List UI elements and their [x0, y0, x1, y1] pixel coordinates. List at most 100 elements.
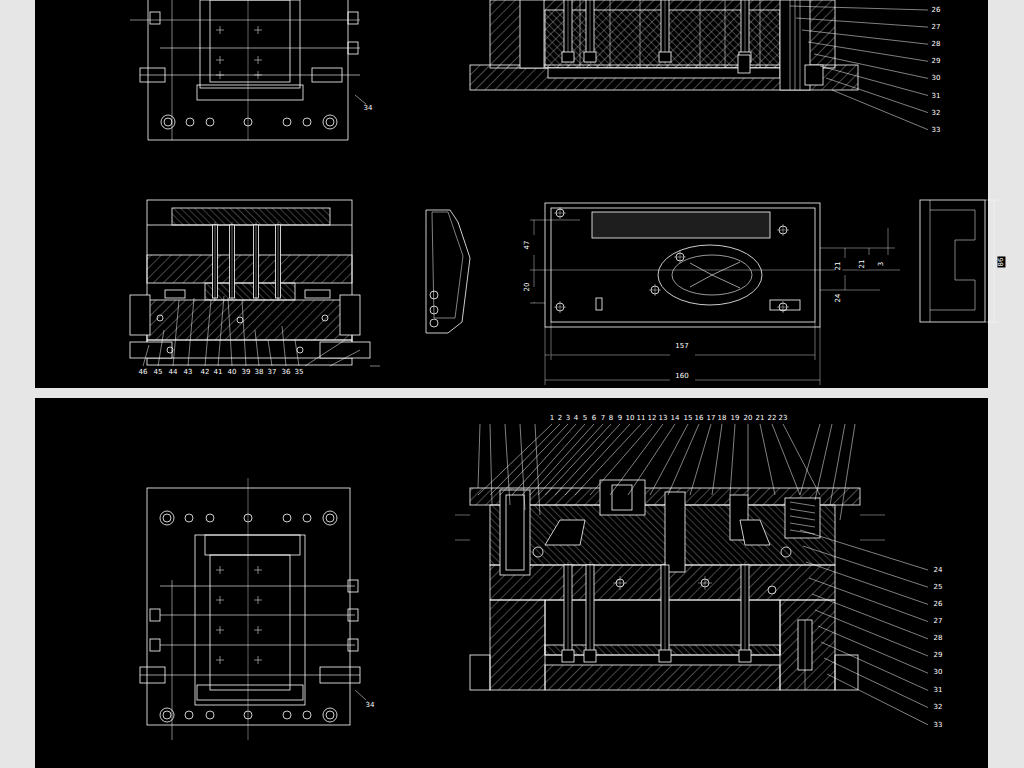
callout-number: 7 — [600, 414, 606, 422]
drawing-line — [575, 424, 641, 495]
drawing-line — [560, 207, 561, 219]
drawing-line — [800, 530, 928, 570]
drawing-line — [282, 326, 286, 366]
drawing-line — [500, 424, 568, 495]
drawing-line — [130, 295, 150, 335]
drawing-line — [690, 262, 740, 288]
callout-number: 25 — [933, 583, 944, 591]
drawing-line — [860, 515, 885, 516]
drawing-line — [195, 535, 305, 705]
drawing-line — [659, 52, 671, 62]
callout-number: 13 — [658, 414, 669, 422]
callout-number: 29 — [931, 57, 942, 65]
drawing-line — [565, 424, 630, 495]
drawing-line — [205, 300, 211, 366]
drawing-line — [512, 424, 576, 495]
drawing-line — [888, 228, 889, 255]
drawing-line — [35, 398, 988, 768]
drawing-line — [258, 26, 259, 34]
drawing-line — [596, 298, 602, 310]
drawing-line — [150, 609, 160, 621]
drawing-line — [770, 300, 800, 310]
drawing-line — [258, 566, 259, 574]
drawing-line — [533, 547, 543, 557]
drawing-line — [790, 516, 815, 520]
drawing-line — [665, 492, 685, 572]
drawing-line — [323, 511, 337, 525]
drawing-line — [780, 600, 835, 690]
drawing-line — [869, 248, 870, 255]
drawing-line — [538, 424, 603, 495]
drawing-line — [150, 12, 160, 24]
drawing-line — [173, 300, 179, 366]
callout-number: 40 — [227, 368, 238, 376]
callout-number: 39 — [241, 368, 252, 376]
callout-number: 4 — [573, 414, 579, 422]
drawing-line — [140, 667, 165, 683]
callout-number: 9 — [617, 414, 623, 422]
drawing-line — [738, 55, 750, 73]
drawing-line — [827, 674, 928, 725]
drawing-line — [160, 586, 355, 587]
callout-number: 34 — [365, 701, 376, 709]
drawing-line — [185, 514, 193, 522]
drawing-line — [820, 66, 928, 96]
drawing-line — [348, 42, 358, 54]
drawing-line — [812, 594, 928, 639]
callout-number: 21 — [834, 261, 842, 272]
callout-number: 15 — [683, 414, 694, 422]
drawing-line — [740, 520, 770, 545]
callout-number: 157 — [674, 342, 689, 350]
drawing-line — [210, 0, 290, 82]
drawing-line — [860, 540, 885, 541]
callout-number: 27 — [933, 617, 944, 625]
drawing-line — [140, 75, 360, 76]
drawing-line — [640, 0, 641, 68]
drawing-line — [430, 319, 438, 327]
drawing-line — [772, 424, 800, 495]
drawing-line — [320, 667, 360, 683]
drawing-line — [845, 275, 846, 290]
callout-number: 22 — [767, 414, 778, 422]
drawing-line — [303, 514, 311, 522]
drawing-line — [655, 284, 656, 296]
drawing-line — [783, 424, 820, 495]
drawing-line — [455, 540, 470, 541]
drawing-line — [220, 71, 221, 79]
callout-number: 38 — [254, 368, 265, 376]
callout-number: 2 — [557, 414, 563, 422]
drawing-line — [790, 0, 791, 90]
drawing-line — [805, 620, 806, 690]
drawing-line — [506, 495, 524, 570]
drawing-line — [534, 255, 535, 270]
drawing-line — [258, 626, 259, 634]
drawing-line — [150, 639, 160, 651]
drawing-line — [297, 347, 303, 353]
drawing-line — [490, 600, 545, 690]
drawing-line — [147, 300, 352, 340]
drawing-line — [760, 0, 761, 68]
drawing-line — [555, 424, 620, 495]
drawing-line — [620, 576, 621, 590]
drawing-line — [845, 248, 846, 258]
drawing-line — [490, 424, 560, 495]
callout-number: 31 — [933, 686, 944, 694]
drawing-line — [130, 20, 360, 21]
callout-number: 45 — [153, 368, 164, 376]
drawing-line — [520, 0, 544, 68]
drawing-line — [690, 424, 711, 495]
callout-number: 21 — [858, 259, 866, 270]
drawing-line — [725, 0, 726, 68]
drawing-line — [790, 509, 815, 513]
callout-number: 28 — [931, 40, 942, 48]
drawing-line — [830, 424, 845, 505]
drawing-line — [430, 306, 438, 314]
drawing-line — [228, 298, 232, 366]
drawing-line — [197, 685, 303, 700]
drawing-line — [785, 498, 820, 538]
drawing-line — [322, 315, 328, 321]
drawing-line — [303, 118, 311, 126]
drawing-line — [500, 490, 530, 575]
drawing-line — [148, 0, 149, 140]
